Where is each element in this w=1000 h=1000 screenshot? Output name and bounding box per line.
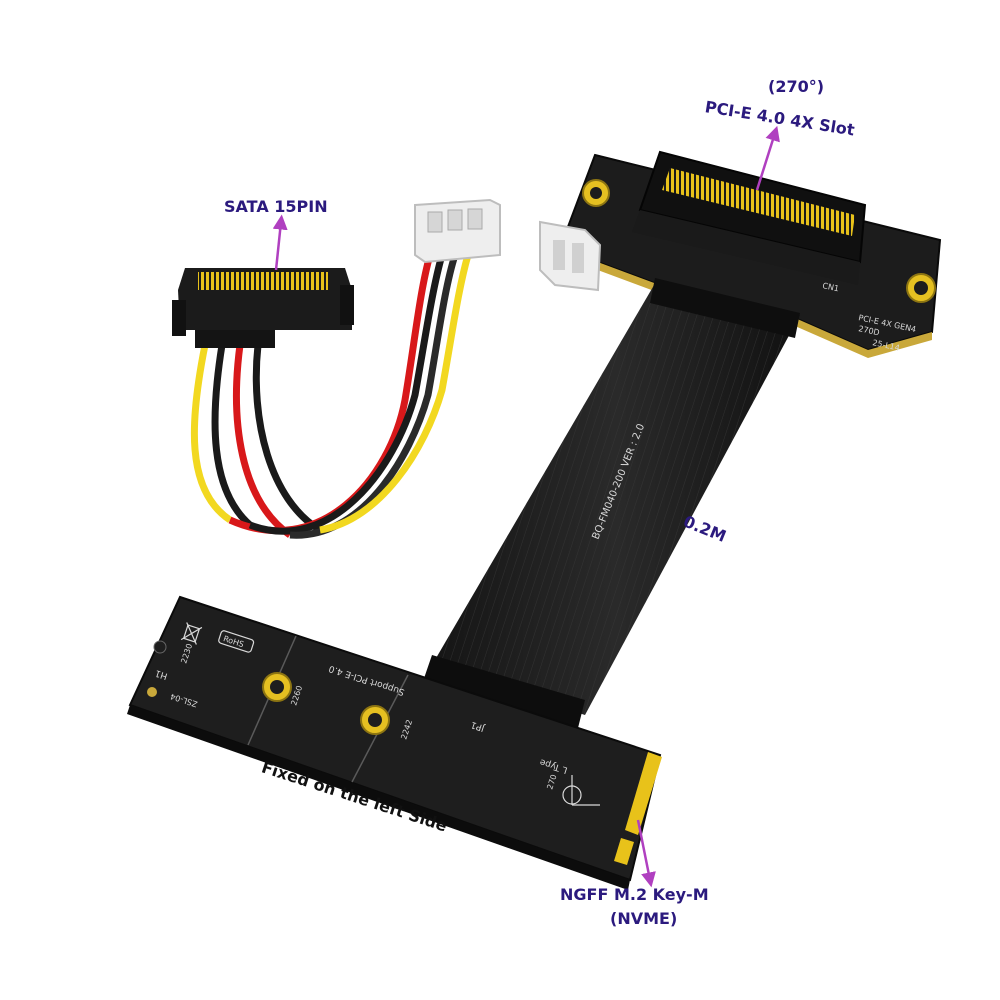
pcie-slot-board: CN1 PCI-E 4X GEN4 270D 25-L14 — [539, 150, 942, 358]
m2-led — [147, 687, 157, 697]
ngff-label-line1: NGFF M.2 Key-M — [560, 885, 709, 904]
sata-wire-red — [233, 344, 293, 538]
m2-header-text: H1 — [154, 667, 169, 680]
sata-connector — [172, 268, 354, 348]
sata-wire-yellow-left — [190, 344, 233, 523]
pcie-x4-slot — [632, 150, 867, 285]
sata-label: SATA 15PIN — [224, 197, 328, 216]
m2-gold-fingers — [625, 752, 662, 835]
arrow-down-icon — [636, 819, 656, 888]
arrow-up-icon — [755, 125, 780, 191]
ngff-label-line2: (NVME) — [610, 909, 678, 928]
sata-cable — [172, 198, 501, 539]
sata-wire-black-2 — [252, 344, 322, 533]
m2-jumper-text: JP1 — [470, 719, 487, 733]
pcie-board-angle: 270D — [858, 324, 881, 337]
pcie-angle-label: (270°) — [768, 77, 825, 96]
pcie-board-power-connector — [539, 220, 602, 292]
rohs-badge: RoHS — [218, 630, 255, 653]
flat-ribbon-cable: BQ-FM040-200 VER : 2.0 — [420, 278, 800, 740]
arrow-up-icon — [272, 214, 288, 271]
molex-wire-black-1 — [248, 254, 446, 535]
rotation-arrow-icon — [562, 775, 600, 806]
pcie-connector-ref: CN1 — [822, 281, 840, 293]
m2-mount-hole-2230 — [153, 640, 167, 654]
molex-connector — [414, 198, 501, 264]
m2-angle-text: 270 — [545, 773, 558, 790]
molex-wire-yellow — [319, 254, 472, 534]
m2-board: RoHS Support PCI-E 4.0 ZSL-04 H1 JP1 L T… — [127, 595, 662, 890]
crossed-bin-icon — [180, 622, 203, 645]
sata-wire-black-1 — [211, 344, 253, 528]
